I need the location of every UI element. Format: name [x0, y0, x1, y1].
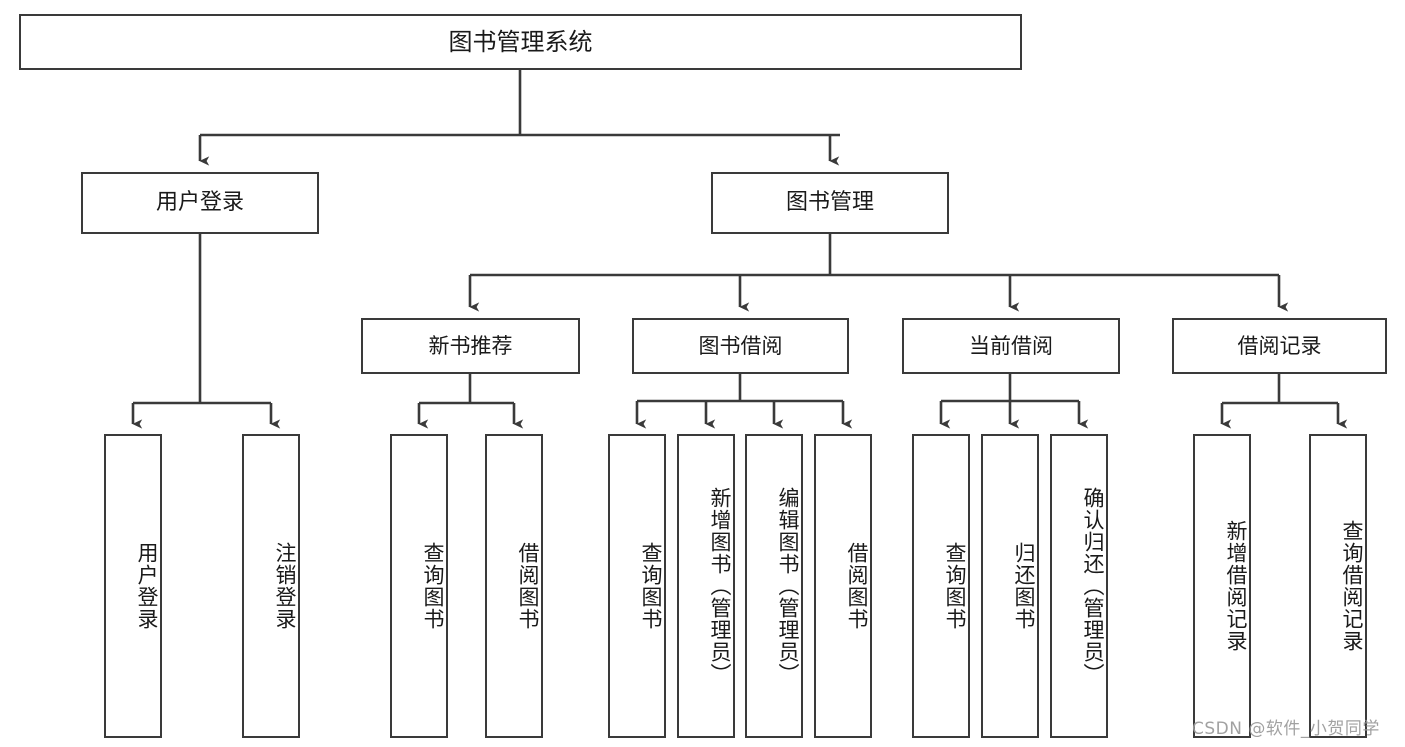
leaf-current-return-book[interactable]: 归还图书 [981, 434, 1039, 738]
node-book-borrow[interactable]: 图书借阅 [632, 318, 849, 374]
leaf-user-logout-action[interactable]: 注销登录 [242, 434, 300, 738]
leaf-label: 确认归还（管理员） [1081, 487, 1105, 685]
leaf-user-login-action[interactable]: 用户登录 [104, 434, 162, 738]
leaf-record-add-borrow-record[interactable]: 新增借阅记录 [1193, 434, 1251, 738]
leaf-label: 查询图书 [639, 542, 663, 630]
leaf-recommend-query-book[interactable]: 查询图书 [390, 434, 448, 738]
leaf-record-query-borrow-record[interactable]: 查询借阅记录 [1309, 434, 1367, 738]
leaf-label: 用户登录 [135, 542, 159, 630]
leaf-current-query-book[interactable]: 查询图书 [912, 434, 970, 738]
node-user-login[interactable]: 用户登录 [81, 172, 319, 234]
node-current-borrow[interactable]: 当前借阅 [902, 318, 1120, 374]
node-root-system[interactable]: 图书管理系统 [19, 14, 1022, 70]
leaf-label: 新增图书（管理员） [708, 487, 732, 685]
leaf-label: 借阅图书 [516, 542, 540, 630]
leaf-borrow-borrow-book[interactable]: 借阅图书 [814, 434, 872, 738]
leaf-label: 借阅图书 [845, 542, 869, 630]
leaf-label: 归还图书 [1012, 542, 1036, 630]
leaf-label: 查询图书 [943, 542, 967, 630]
leaf-label: 查询图书 [421, 542, 445, 630]
leaf-borrow-query-book[interactable]: 查询图书 [608, 434, 666, 738]
leaf-label: 新增借阅记录 [1224, 520, 1248, 652]
leaf-borrow-add-book-admin[interactable]: 新增图书（管理员） [677, 434, 735, 738]
watermark-credit: CSDN @软件_小贺同学 [1192, 719, 1380, 739]
leaf-label: 注销登录 [273, 542, 297, 630]
leaf-label: 编辑图书（管理员） [776, 487, 800, 685]
leaf-recommend-borrow-book[interactable]: 借阅图书 [485, 434, 543, 738]
node-book-management[interactable]: 图书管理 [711, 172, 949, 234]
node-new-book-recommend[interactable]: 新书推荐 [361, 318, 580, 374]
node-borrow-record[interactable]: 借阅记录 [1172, 318, 1387, 374]
leaf-borrow-edit-book-admin[interactable]: 编辑图书（管理员） [745, 434, 803, 738]
leaf-label: 查询借阅记录 [1340, 520, 1364, 652]
leaf-current-confirm-return-admin[interactable]: 确认归还（管理员） [1050, 434, 1108, 738]
